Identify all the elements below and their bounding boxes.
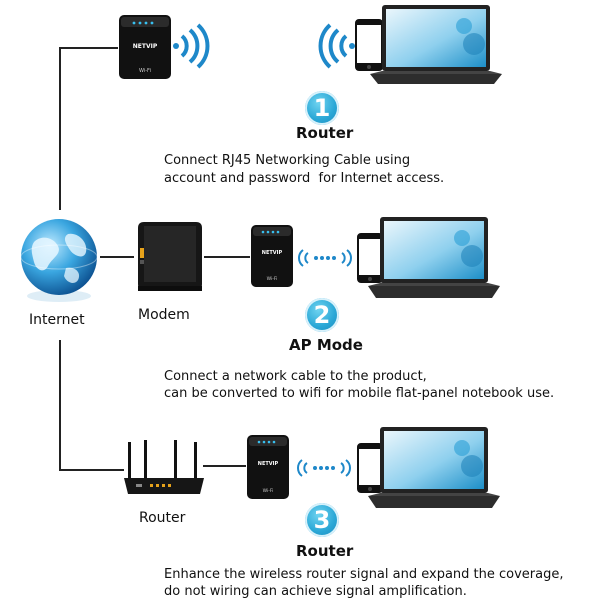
step-1-title: Router bbox=[296, 124, 354, 142]
line-internet-to-extender-1 bbox=[59, 47, 118, 210]
wifi-extender-1: NETVIP Wi-Fi bbox=[118, 14, 172, 80]
modem-label: Modem bbox=[138, 307, 190, 323]
step-2-description-line-2: can be converted to wifi for mobile flat… bbox=[164, 386, 555, 401]
wifi-signal-icon bbox=[318, 23, 355, 69]
internet-label: Internet bbox=[29, 312, 85, 328]
laptop-icon bbox=[370, 5, 502, 84]
svg-text:NETVIP: NETVIP bbox=[133, 43, 158, 50]
smartphone-icon bbox=[357, 443, 383, 493]
svg-text:NETVIP: NETVIP bbox=[262, 250, 283, 256]
laptop-icon bbox=[368, 217, 500, 298]
svg-text:NETVIP: NETVIP bbox=[258, 461, 279, 467]
laptop-icon bbox=[368, 427, 500, 508]
wireless-link-icon bbox=[298, 249, 352, 267]
step-number: 1 bbox=[313, 94, 331, 122]
step-3-description-line-1: Enhance the wireless router signal and e… bbox=[164, 567, 564, 582]
router-icon bbox=[124, 440, 204, 494]
modem-icon bbox=[138, 222, 202, 291]
step-2-badge: 2 bbox=[305, 298, 339, 332]
wireless-link-icon bbox=[297, 459, 351, 477]
smartphone-icon bbox=[357, 233, 383, 283]
router-label: Router bbox=[139, 510, 186, 526]
step-number: 2 bbox=[313, 301, 331, 329]
step-1-description-line-2: account and password for Internet access… bbox=[164, 171, 445, 186]
svg-text:Wi-Fi: Wi-Fi bbox=[267, 276, 278, 282]
step-1-description-line-1: Connect RJ45 Networking Cable using bbox=[164, 153, 411, 168]
wifi-signal-icon bbox=[173, 23, 210, 69]
step-2-description-line-1: Connect a network cable to the product, bbox=[164, 369, 427, 384]
svg-text:Wi-Fi: Wi-Fi bbox=[263, 488, 274, 494]
wifi-extender-2: NETVIP Wi-Fi bbox=[250, 224, 294, 288]
svg-text:Wi-Fi: Wi-Fi bbox=[139, 68, 151, 74]
step-3-description-line-2: do not wiring can achieve signal amplifi… bbox=[164, 584, 467, 599]
smartphone-icon bbox=[355, 19, 383, 71]
wifi-extender-3: NETVIP Wi-Fi bbox=[246, 434, 290, 500]
step-number: 3 bbox=[313, 506, 331, 534]
step-1-badge: 1 bbox=[305, 91, 339, 125]
step-3-badge: 3 bbox=[305, 503, 339, 537]
step-2-title: AP Mode bbox=[289, 336, 363, 354]
step-3-title: Router bbox=[296, 542, 354, 560]
internet-globe-icon bbox=[20, 219, 98, 302]
line-internet-to-router bbox=[59, 340, 124, 471]
